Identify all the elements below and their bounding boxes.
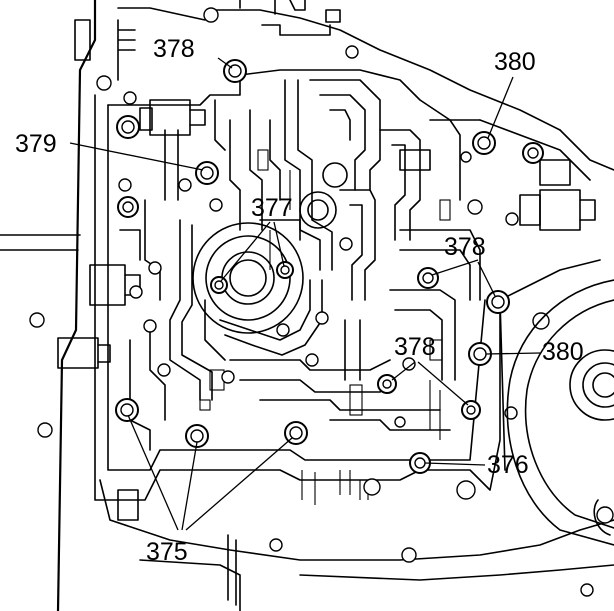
callout-375: 375	[146, 538, 188, 566]
bolt-375-left	[115, 398, 139, 422]
leader-378-top	[217, 57, 233, 69]
bolt-378-top	[223, 59, 247, 83]
bolt-378-mid-right	[486, 290, 510, 314]
leader-379	[69, 142, 204, 171]
bolt-upper-left	[116, 115, 140, 139]
bolt-379	[195, 161, 219, 185]
bolt-377-left	[210, 276, 228, 294]
callout-376: 376	[487, 451, 529, 479]
leader-376	[424, 462, 486, 466]
bolt-378-low-left	[377, 374, 397, 394]
leader-378-mid-a	[431, 259, 479, 276]
callout-378-low: 378	[394, 333, 436, 361]
solenoid-left-upper	[139, 99, 206, 136]
solenoid-right	[519, 159, 596, 231]
bolt-left	[117, 196, 139, 218]
leader-377-b	[273, 221, 285, 267]
passage-holes	[118, 91, 519, 500]
leader-378-low-b	[417, 361, 469, 406]
leader-378-low-a	[391, 361, 416, 381]
leader-375-b	[181, 441, 198, 531]
solenoid-left-lower	[57, 337, 111, 369]
bolt-378-low-right	[461, 400, 481, 420]
bolt-378-mid-left	[417, 267, 439, 289]
callout-380-top: 380	[494, 48, 536, 76]
valve-body-outline	[94, 69, 601, 501]
bolt-377-right	[276, 261, 294, 279]
leader-377-a	[220, 221, 271, 282]
bolt-upper-right	[522, 142, 544, 164]
leader-lines	[69, 57, 541, 531]
bolt-380-top	[472, 131, 496, 155]
pump-housing	[506, 279, 614, 546]
leader-375-a	[127, 414, 179, 531]
callout-377: 377	[251, 194, 293, 222]
leader-380-top	[487, 76, 514, 139]
leader-378-mid-b	[477, 261, 496, 297]
leader-375-c	[185, 437, 293, 531]
solenoid-left-middle	[89, 264, 141, 306]
callout-379: 379	[15, 130, 57, 158]
callout-380-right: 380	[542, 338, 584, 366]
leader-380-right	[485, 352, 541, 355]
callout-378-mid: 378	[444, 233, 486, 261]
callout-labels: 378 379 377 380 378 380 378 376 375	[15, 35, 584, 566]
callout-378-top: 378	[153, 35, 195, 63]
hydraulic-passages	[119, 79, 481, 505]
case-bolt-holes	[29, 7, 594, 597]
